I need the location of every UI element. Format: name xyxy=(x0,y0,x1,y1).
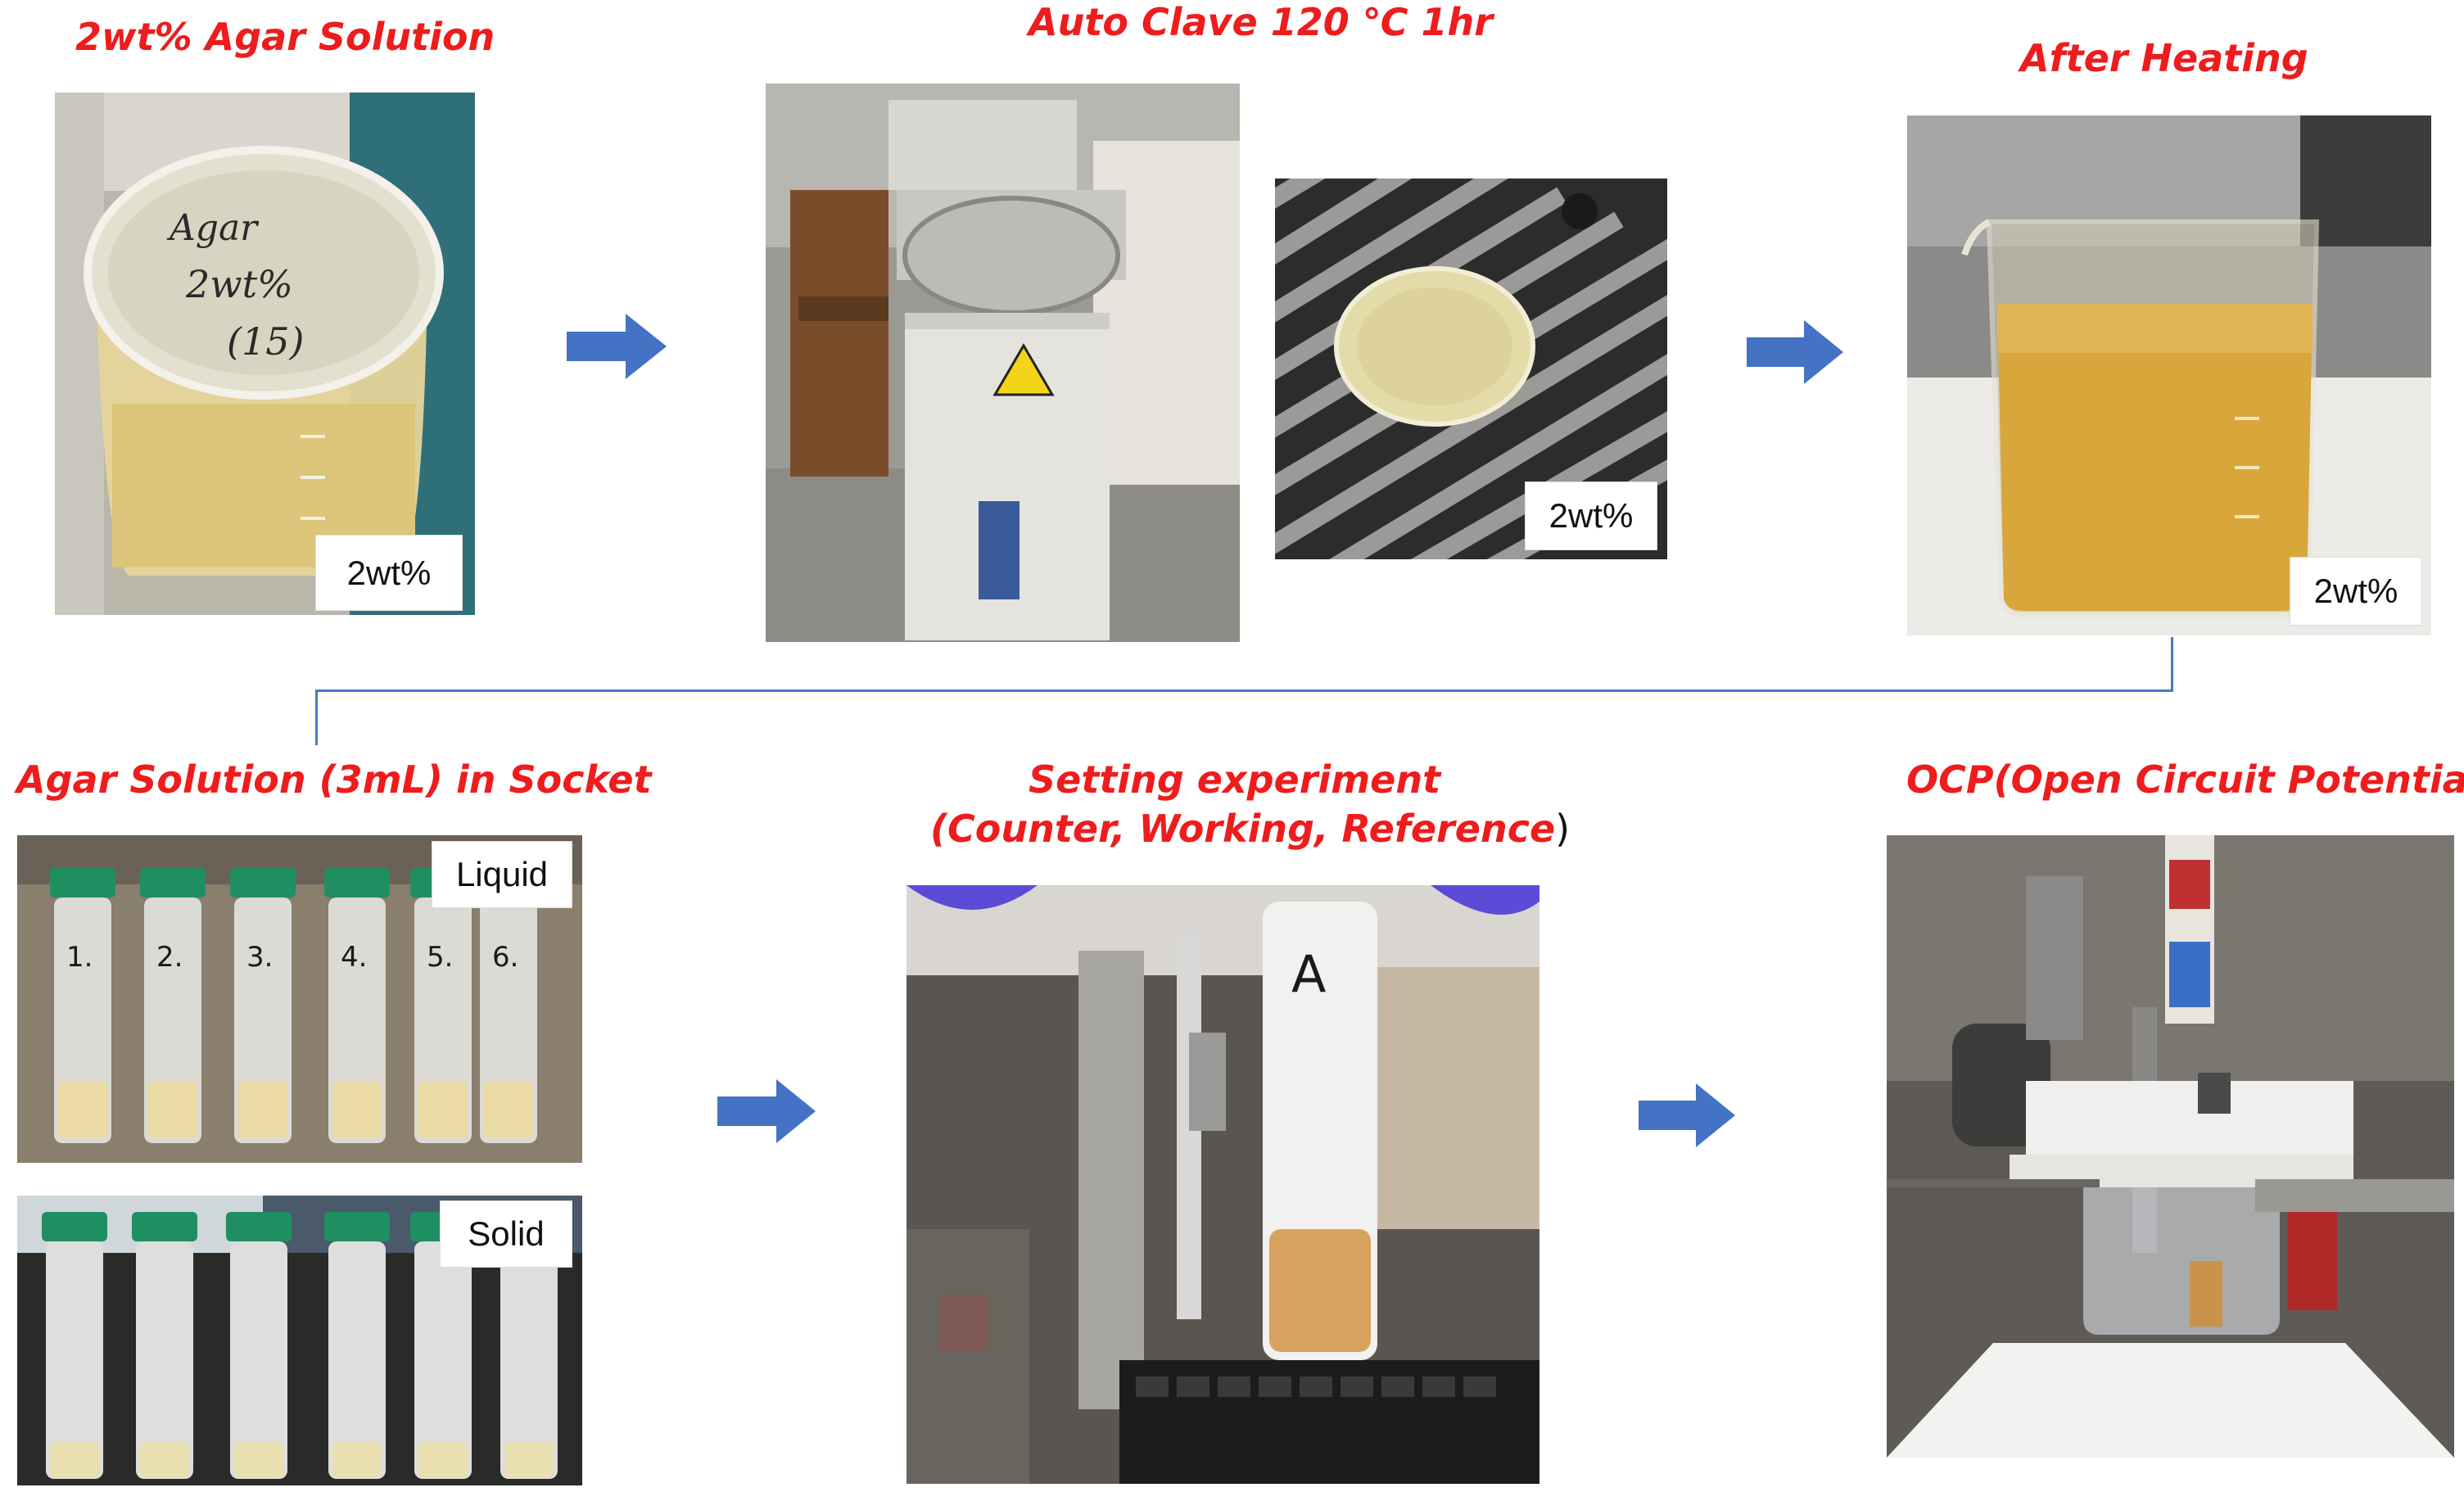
beaker-handwriting-3: (15) xyxy=(227,319,304,364)
tube-number-3: 3. xyxy=(246,941,273,974)
step6-title: OCP(Open Circuit Potential) xyxy=(1906,757,2464,802)
step5-title-line2: (Counter, Working, Reference) xyxy=(930,807,1570,851)
beaker-handwriting-2: 2wt% xyxy=(185,262,293,306)
step2-concentration-label: 2wt% xyxy=(1525,482,1657,550)
tube-number-1: 1. xyxy=(66,941,93,974)
solid-label: Solid xyxy=(440,1200,572,1268)
step4-title: Agar Solution (3mL) in Socket xyxy=(16,757,652,802)
tube-number-6: 6. xyxy=(492,941,518,974)
tube-number-4: 4. xyxy=(341,941,367,974)
liquid-label: Liquid xyxy=(432,841,572,908)
ocp-measurement-photo xyxy=(1887,835,2454,1458)
agar-beaker-photo: Agar 2wt% (15) xyxy=(55,93,475,615)
right-arrow-icon xyxy=(717,1079,816,1143)
step3-title: After Heating xyxy=(2020,36,2308,80)
step2-title: Auto Clave 120 ℃ 1hr xyxy=(1029,0,1493,44)
autoclave-photo xyxy=(766,84,1240,642)
row-connector-vertical-left xyxy=(315,689,318,745)
step5-title-line1: Setting experiment xyxy=(1029,757,1441,802)
step5-title-paren: ) xyxy=(1555,807,1571,851)
right-arrow-icon xyxy=(567,314,667,379)
right-arrow-icon xyxy=(1747,320,1843,384)
tube-number-2: 2. xyxy=(156,941,183,974)
row-connector-vertical-right xyxy=(2171,637,2173,691)
step1-title: 2wt% Agar Solution xyxy=(75,15,495,59)
tube-number-5: 5. xyxy=(427,941,453,974)
electrode-letter: A xyxy=(1291,944,1326,1004)
heated-beaker-photo xyxy=(1907,115,2431,635)
step1-concentration-label: 2wt% xyxy=(315,535,463,611)
step5-title-electrodes: (Counter, Working, Reference xyxy=(930,807,1556,851)
right-arrow-icon xyxy=(1639,1083,1735,1147)
beaker-handwriting-1: Agar xyxy=(166,207,260,249)
step3-concentration-label: 2wt% xyxy=(2290,557,2422,626)
experiment-setup-photo: A xyxy=(906,885,1539,1484)
row-connector-horizontal xyxy=(315,689,2173,692)
